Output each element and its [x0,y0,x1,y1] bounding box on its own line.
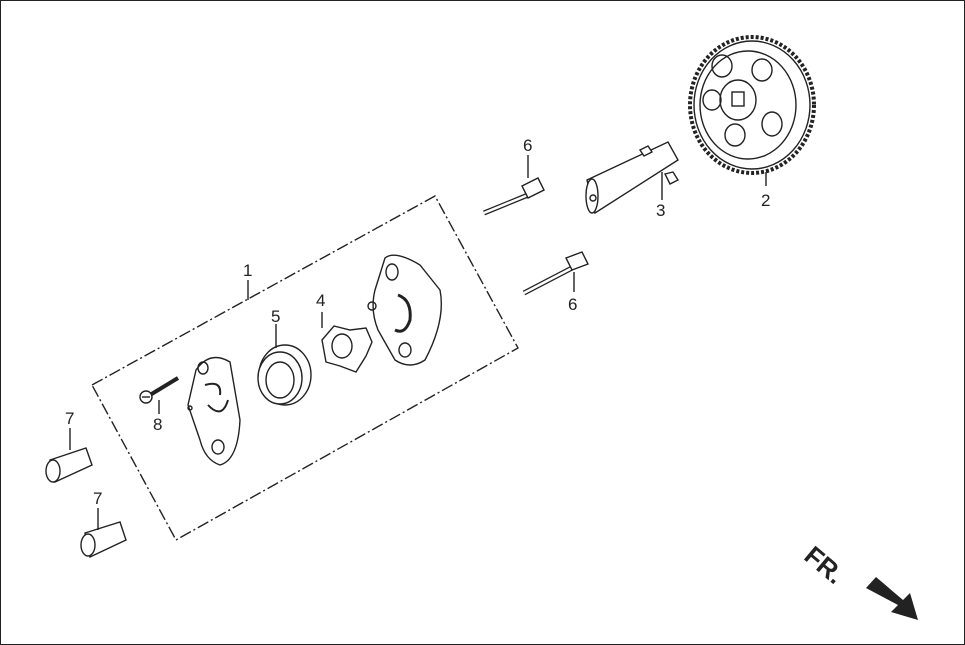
sprocket-gear-icon [688,35,816,186]
callout-6-upper: 6 [523,136,533,155]
inner-rotor-icon [321,312,373,373]
callout-2: 2 [761,191,771,210]
group-box-outline [91,195,519,541]
callout-6-lower: 6 [568,295,578,314]
dowel-pin-icon [45,428,93,483]
callout-1: 1 [243,261,253,280]
pump-body-icon [367,254,443,366]
callout-3: 3 [656,201,666,220]
callout-5: 5 [271,307,281,326]
flange-bolt-icon [522,251,589,296]
screw-icon [139,376,180,414]
callout-7-lower: 7 [93,489,103,508]
callout-7-upper: 7 [65,409,75,428]
front-direction-arrow-icon [866,577,918,620]
dowel-pin-icon [80,508,127,559]
callout-8: 8 [153,415,163,434]
pump-shaft-icon [585,141,680,215]
callout-4: 4 [316,291,326,310]
pump-plate-icon [187,356,241,466]
outer-rotor-icon [257,324,312,406]
flange-bolt-icon [483,155,545,216]
